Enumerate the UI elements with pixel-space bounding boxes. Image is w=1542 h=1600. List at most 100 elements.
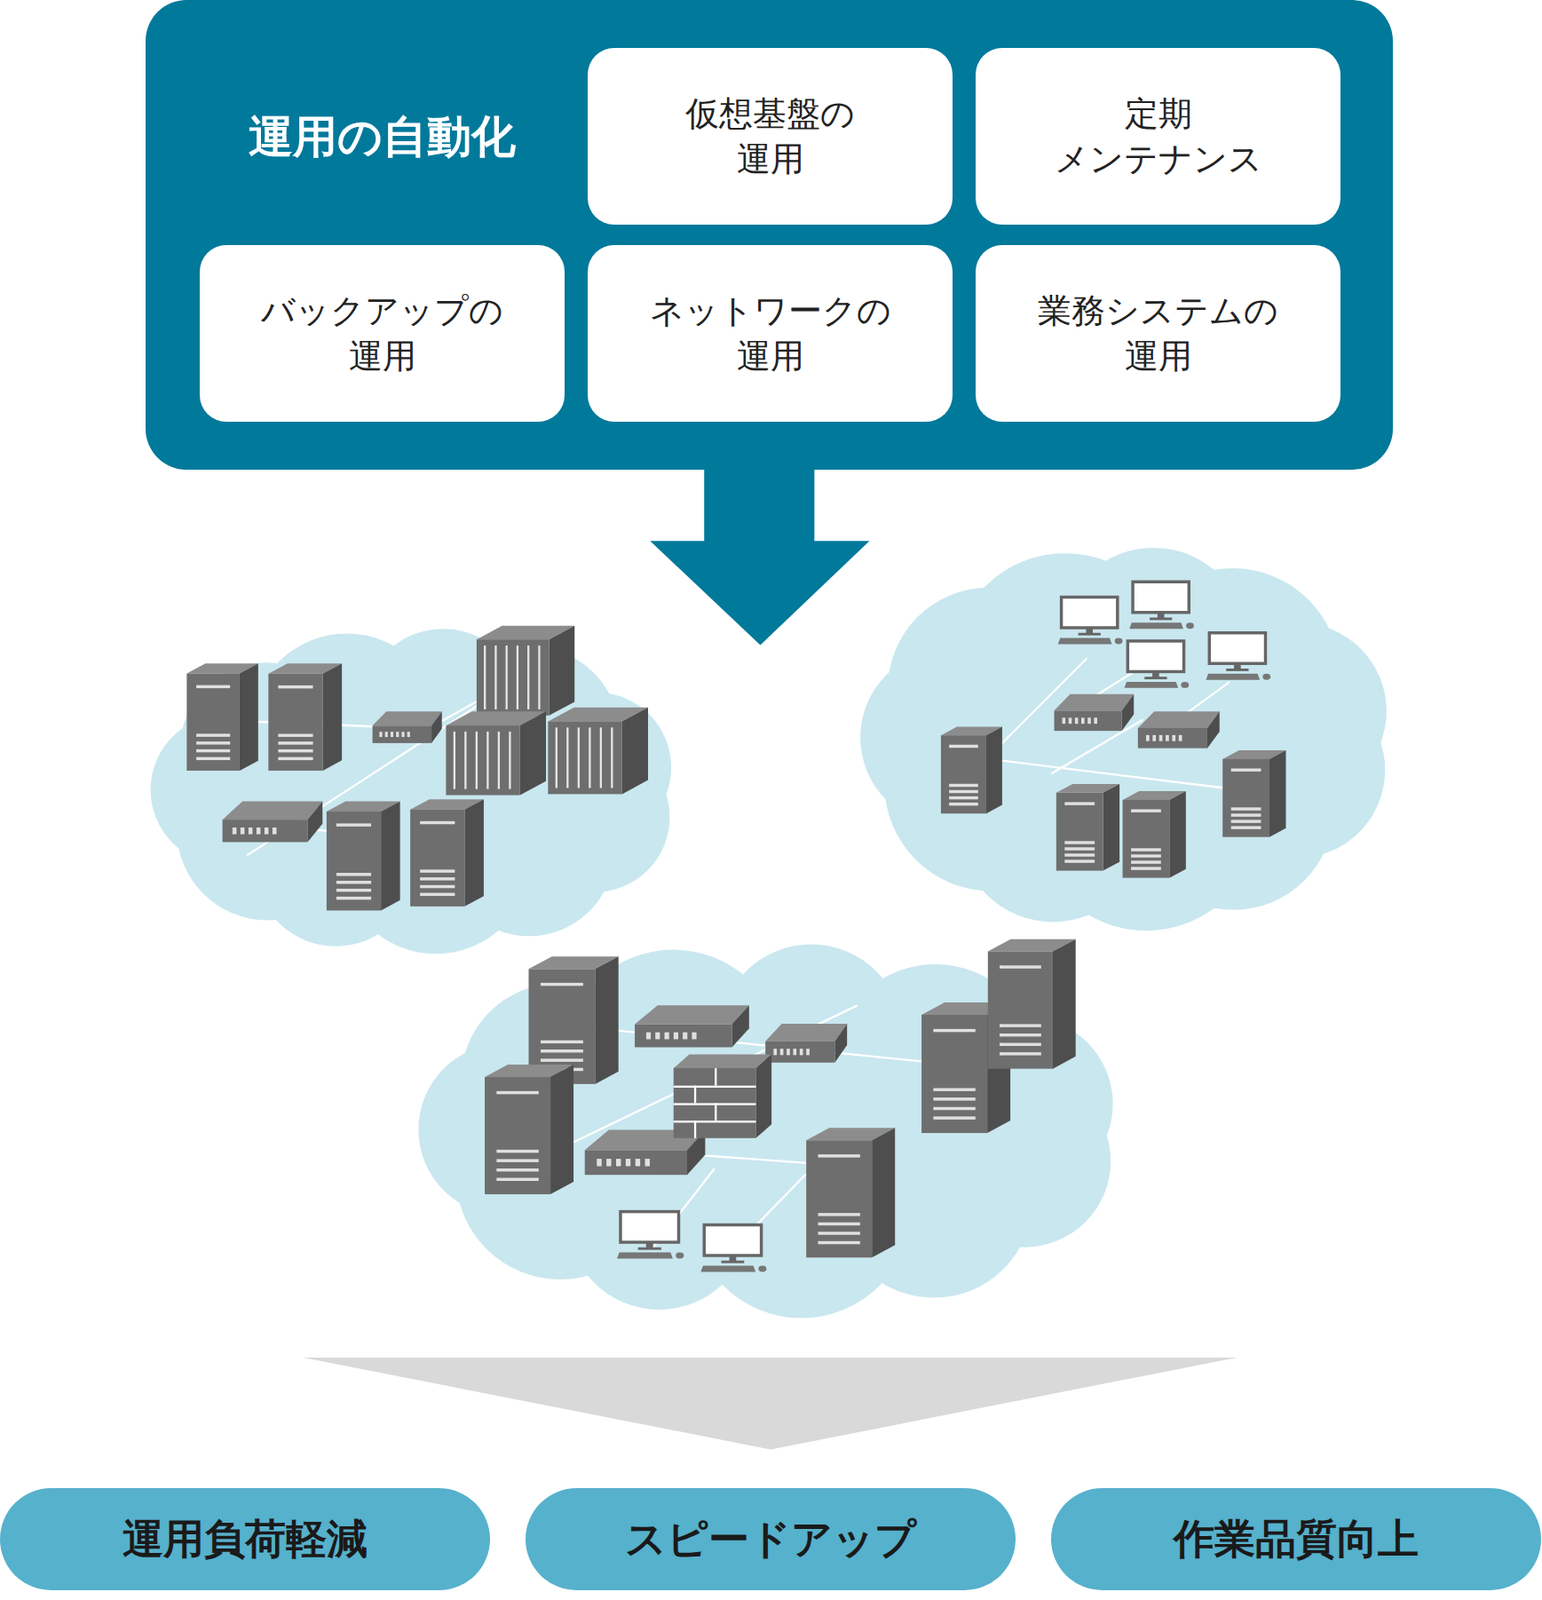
server-front	[1056, 792, 1104, 871]
vent-line	[1231, 806, 1262, 810]
benefit-pill: 作業品質向上	[1051, 1487, 1542, 1590]
switch-port	[773, 1048, 777, 1055]
network-switch	[1054, 694, 1135, 731]
benefit-label: 運用負荷軽減	[122, 1514, 368, 1564]
server-front	[988, 950, 1053, 1068]
drive-slot	[419, 821, 455, 824]
vent-line	[419, 877, 455, 880]
vent-line	[1231, 819, 1262, 823]
drive-slot	[933, 1028, 975, 1032]
network-switch	[1138, 711, 1220, 748]
benefit-label: 作業品質向上	[1173, 1514, 1419, 1564]
switch-port	[606, 1158, 611, 1166]
rack-stripe	[506, 645, 508, 710]
server-front	[268, 673, 323, 771]
vent-line	[277, 733, 313, 736]
switch-port	[625, 1158, 631, 1166]
switch-port	[264, 827, 269, 835]
switch-top	[765, 1023, 847, 1042]
network-wire	[703, 1154, 816, 1163]
vent-line	[277, 749, 313, 752]
brick-line	[673, 1120, 757, 1123]
switch-side	[307, 800, 323, 842]
network-switch	[222, 800, 324, 842]
vent-line	[196, 741, 230, 744]
server-front	[921, 1014, 988, 1133]
rack-stripe	[600, 727, 602, 788]
client-pc	[1124, 640, 1190, 688]
network-switch	[634, 1004, 750, 1047]
server-side	[520, 711, 546, 795]
switch-top	[1054, 694, 1135, 712]
switch-port	[379, 731, 382, 737]
switch-side	[1207, 711, 1220, 748]
vent-line	[818, 1212, 861, 1216]
switch-front	[585, 1149, 688, 1175]
vent-line	[1130, 847, 1162, 851]
monitor-base	[638, 1247, 662, 1250]
vent-line	[496, 1149, 538, 1153]
brick-joint	[694, 1085, 696, 1104]
illustration-group	[150, 464, 1387, 1449]
vent-line	[1130, 860, 1162, 863]
server-front	[476, 639, 550, 716]
vent-line	[496, 1168, 538, 1171]
rack-stripe	[464, 731, 467, 790]
server-front	[1222, 759, 1270, 838]
vent-line	[1064, 859, 1095, 862]
server-side	[380, 800, 401, 910]
benefit-pill: スピードアップ	[525, 1487, 1016, 1590]
server-front	[806, 1139, 872, 1258]
switch-port	[1152, 735, 1156, 742]
server-front	[445, 725, 520, 795]
server-side	[594, 956, 618, 1084]
benefit-pill: 運用負荷軽減	[0, 1487, 491, 1590]
switch-front	[1138, 727, 1208, 749]
rack-stripe	[483, 645, 486, 710]
rack-server	[547, 707, 649, 795]
brick-joint	[694, 1120, 696, 1139]
rack-stripe	[555, 727, 558, 788]
server-side	[239, 663, 259, 771]
rack-stripe	[610, 727, 613, 788]
tower-server	[410, 798, 484, 907]
keyboard	[1124, 681, 1179, 688]
switch-port	[1093, 717, 1098, 724]
switch-port	[780, 1048, 784, 1055]
network-cloud	[418, 944, 1113, 1319]
vent-line	[999, 1043, 1042, 1046]
vent-line	[999, 1033, 1042, 1036]
drive-slot	[277, 685, 313, 688]
switch-port	[655, 1032, 660, 1040]
vent-line	[196, 757, 230, 760]
switch-front	[634, 1024, 732, 1048]
tower-server	[268, 663, 342, 771]
cloud-bump	[418, 1043, 591, 1216]
switch-front	[372, 725, 432, 744]
client-pc	[1129, 581, 1195, 629]
network-cloud	[150, 628, 673, 954]
vent-line	[540, 1049, 584, 1052]
rack-stripe	[516, 645, 519, 710]
mouse	[1186, 622, 1195, 629]
monitor-screen	[1127, 640, 1184, 672]
vent-line	[1231, 825, 1262, 829]
vent-line	[419, 885, 455, 888]
vent-line	[933, 1097, 975, 1100]
rack-stripe	[453, 731, 456, 790]
server-side	[986, 727, 1003, 815]
switch-port	[1159, 735, 1163, 742]
vent-line	[496, 1178, 538, 1181]
switch-port	[786, 1048, 791, 1055]
vent-line	[1064, 846, 1095, 850]
vent-line	[818, 1222, 861, 1226]
rack-server	[476, 625, 575, 716]
client-pc	[700, 1225, 767, 1273]
task-label: 定期 メンテナンス	[1054, 91, 1263, 181]
tower-server	[941, 727, 1003, 815]
server-front	[326, 811, 381, 910]
rack-stripe	[475, 731, 478, 790]
switch-port	[664, 1032, 670, 1040]
server-side	[1169, 790, 1187, 878]
panel-heading: 運用の自動化	[248, 110, 516, 164]
